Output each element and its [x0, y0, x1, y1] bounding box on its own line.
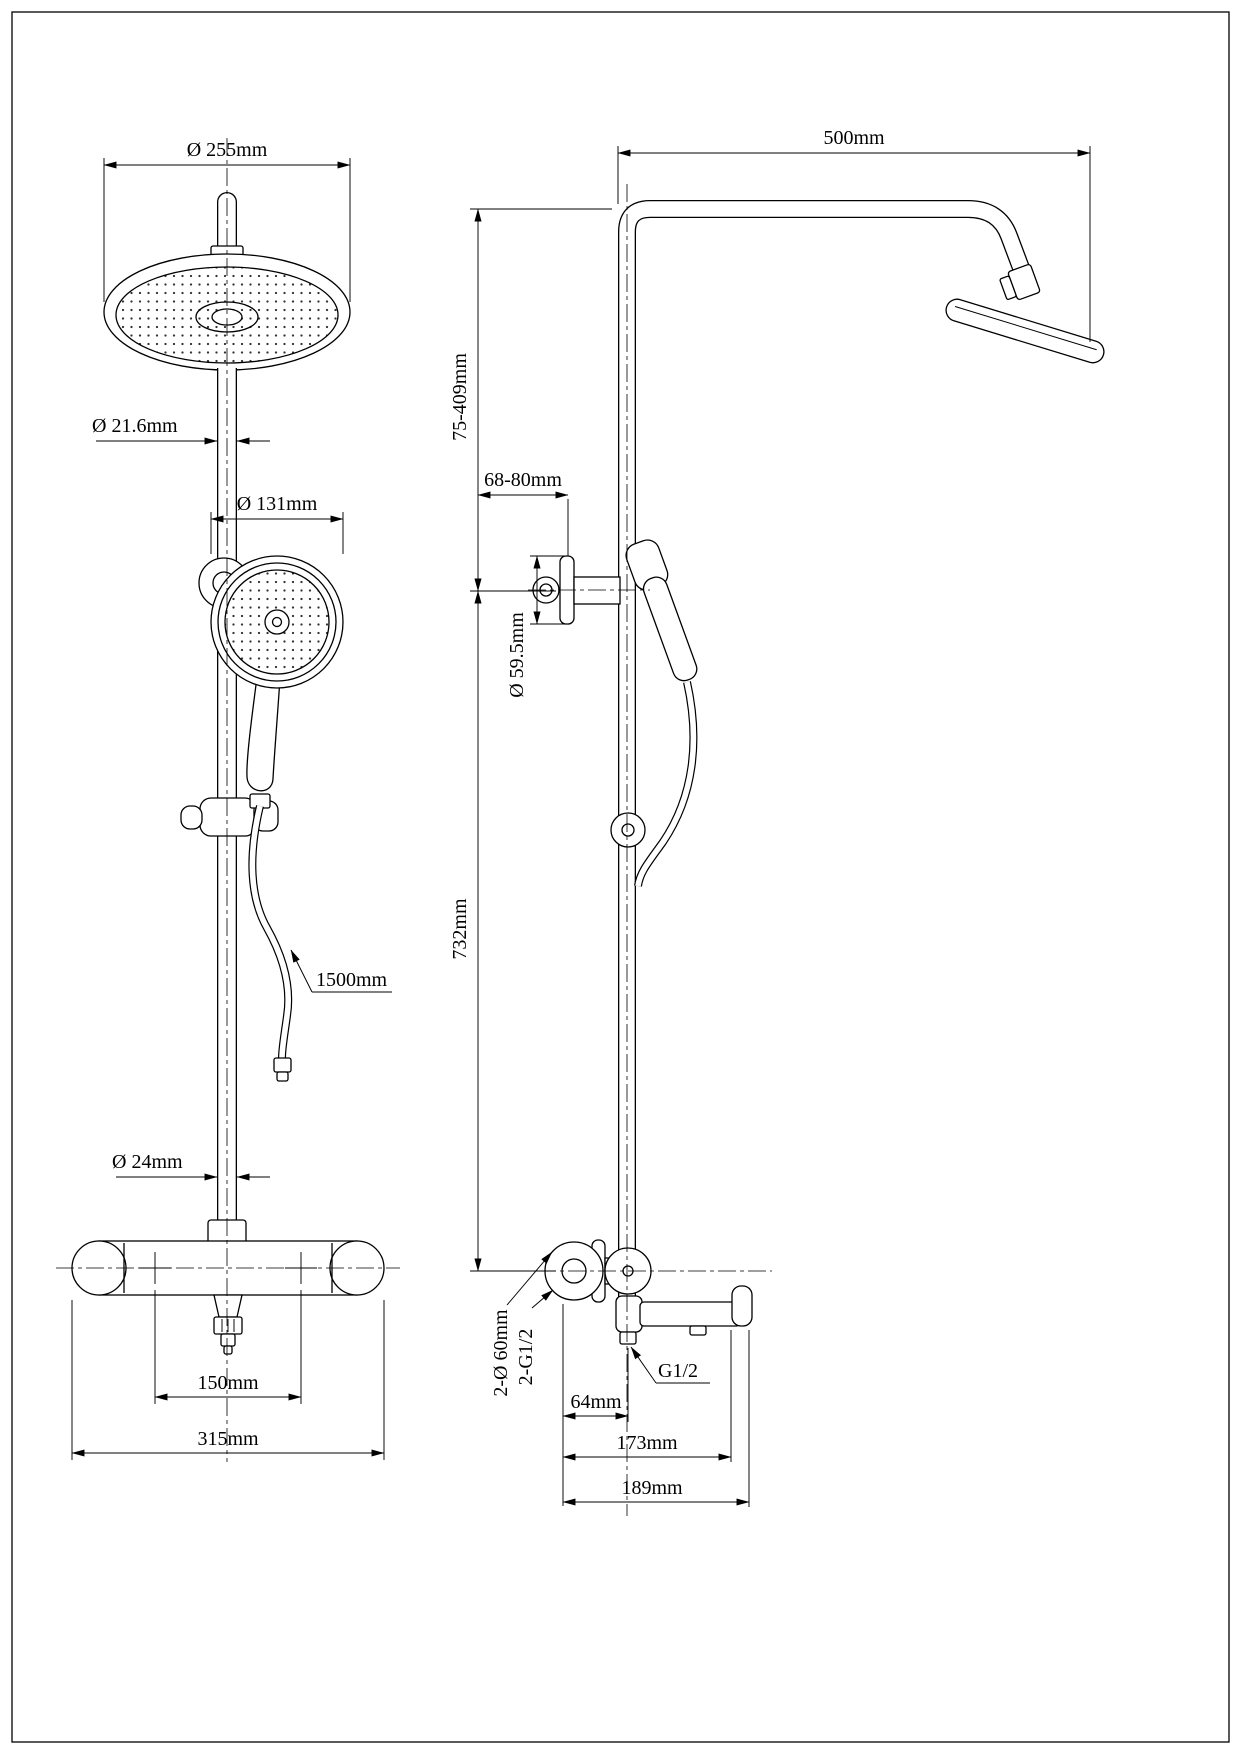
diverter-cone — [213, 1294, 243, 1318]
spout-tip — [731, 1285, 753, 1327]
label-outlet-thread-text: G1/2 — [658, 1360, 698, 1382]
dim-handshower-diameter: Ø 131mm — [210, 493, 344, 554]
hand-shower-handle-side — [642, 576, 698, 682]
dim-wall-clearance-label: 68-80mm — [484, 469, 562, 491]
hose-front — [248, 805, 293, 1082]
dim-riser-diameter: Ø 24mm — [112, 1151, 270, 1181]
head-profile-side — [945, 298, 1105, 364]
dim-column-height: 732mm — [449, 590, 556, 1272]
dim-overall-depth-label: 189mm — [621, 1477, 683, 1499]
label-flange-spec: 2-Ø 60mm — [490, 1251, 553, 1397]
dim-bracket-diameter: Ø 59.5mm — [506, 555, 566, 698]
dim-bracket-diameter-label: Ø 59.5mm — [506, 612, 528, 698]
hand-shower-handle — [246, 661, 282, 792]
handshower-outlet-nipple — [619, 1331, 637, 1345]
label-flange-spec-text: 2-Ø 60mm — [490, 1309, 512, 1397]
dim-overall-depth: 189mm — [562, 1330, 750, 1507]
overhead-shower-side — [945, 263, 1105, 364]
hose-nut — [249, 793, 271, 809]
hand-shower-front — [198, 555, 344, 809]
dim-hose-length: 1500mm — [290, 949, 392, 993]
drawing-frame — [11, 11, 1230, 1743]
dim-spout-reach-label: 173mm — [616, 1432, 678, 1454]
label-outlet-thread: G1/2 — [630, 1346, 710, 1384]
dim-spout-offset: 64mm — [562, 1304, 629, 1506]
column-and-arm-side — [618, 200, 1030, 1306]
dim-arm-length-label: 500mm — [823, 127, 885, 149]
centerlines — [56, 138, 772, 1516]
dim-spout-offset-label: 64mm — [570, 1391, 622, 1413]
front-view: Ø 255mm Ø 21.6mm Ø 131mm 1500mm Ø 24mm — [71, 139, 392, 1460]
overhead-shower-front — [103, 192, 351, 371]
dim-body-width: 315mm — [71, 1300, 385, 1460]
side-view: 500mm 75-409mm 68-80mm Ø 59.5mm 732mm — [449, 127, 1105, 1507]
dim-upper-pipe-diameter-label: Ø 21.6mm — [92, 415, 178, 437]
hose-end-fitting — [273, 1057, 292, 1073]
dim-inlet-spacing-label: 150mm — [197, 1372, 259, 1394]
dim-body-width-label: 315mm — [197, 1428, 259, 1450]
dim-height-adjustment-label: 75-409mm — [449, 353, 471, 441]
mixer-valve-front — [71, 1219, 385, 1355]
slider-knob — [180, 805, 203, 830]
wall-bracket-side — [532, 555, 621, 625]
dim-height-adjustment: 75-409mm — [449, 208, 612, 592]
valve-elbow — [615, 1295, 643, 1333]
dim-wall-clearance: 68-80mm — [477, 469, 569, 556]
dim-riser-diameter-label: Ø 24mm — [112, 1151, 183, 1173]
dim-column-height-label: 732mm — [449, 898, 471, 960]
hand-shower-side — [610, 539, 698, 887]
dim-hose-length-label: 1500mm — [316, 969, 388, 991]
aerator — [689, 1325, 707, 1336]
hose-side — [634, 681, 698, 887]
mixer-valve-side — [544, 1239, 753, 1345]
dim-handshower-diameter-label: Ø 131mm — [237, 493, 318, 515]
spout — [639, 1301, 741, 1327]
label-inlet-thread-text: 2-G1/2 — [515, 1329, 537, 1386]
label-inlet-thread: 2-G1/2 — [515, 1289, 554, 1386]
dim-inlet-spacing: 150mm — [154, 1290, 302, 1404]
dim-spout-reach: 173mm — [562, 1330, 732, 1462]
dim-upper-pipe-diameter: Ø 21.6mm — [92, 415, 270, 445]
dim-arm-length: 500mm — [617, 127, 1091, 342]
slider-knob-side — [610, 812, 646, 848]
